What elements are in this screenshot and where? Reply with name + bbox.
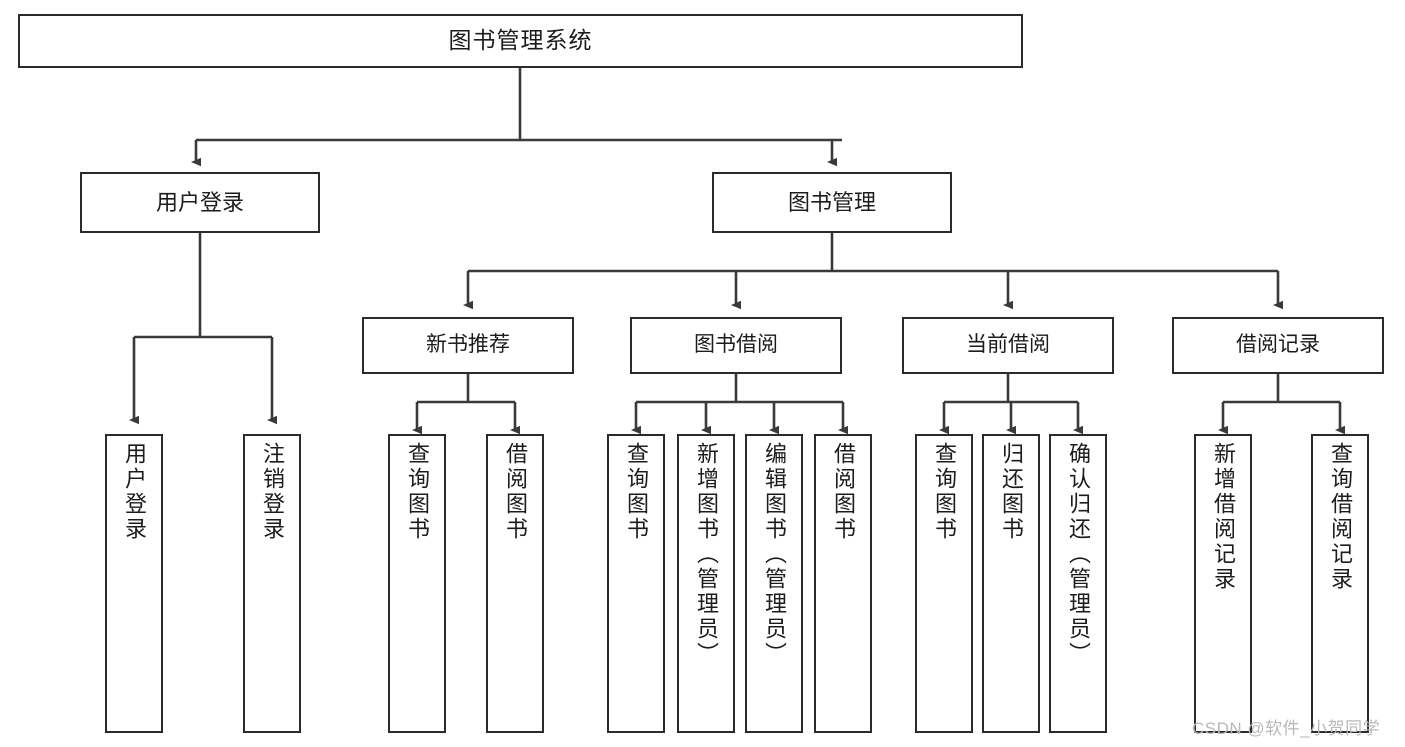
leaf-current-return-book[interactable]: 归还图书 xyxy=(982,434,1040,733)
node-current-borrow-label: 当前借阅 xyxy=(966,333,1050,357)
node-root[interactable]: 图书管理系统 xyxy=(18,14,1023,68)
leaf-borrow-add-book-admin[interactable]: 新增图书（管理员） xyxy=(677,434,735,733)
leaf-label: 编辑图书（管理员） xyxy=(761,442,787,667)
leaf-label: 用户登录 xyxy=(121,442,147,542)
node-root-label: 图书管理系统 xyxy=(448,27,593,54)
leaf-new-book-query[interactable]: 查询图书 xyxy=(388,434,446,733)
leaf-user-login-logout[interactable]: 注销登录 xyxy=(243,434,301,733)
node-book-borrow-label: 图书借阅 xyxy=(694,333,778,357)
node-current-borrow[interactable]: 当前借阅 xyxy=(902,317,1114,374)
leaf-record-add-record[interactable]: 新增借阅记录 xyxy=(1194,434,1252,733)
leaf-label: 查询图书 xyxy=(404,442,430,542)
leaf-label: 查询借阅记录 xyxy=(1327,442,1353,592)
node-borrow-record[interactable]: 借阅记录 xyxy=(1172,317,1384,374)
leaf-label: 确认归还（管理员） xyxy=(1065,442,1091,667)
node-user-login-label: 用户登录 xyxy=(155,189,244,215)
leaf-label: 归还图书 xyxy=(998,442,1024,542)
leaf-borrow-query-book[interactable]: 查询图书 xyxy=(607,434,665,733)
leaf-label: 新增借阅记录 xyxy=(1210,442,1236,592)
node-borrow-record-label: 借阅记录 xyxy=(1236,333,1320,357)
leaf-current-query-book[interactable]: 查询图书 xyxy=(915,434,973,733)
node-book-borrow[interactable]: 图书借阅 xyxy=(630,317,842,374)
leaf-borrow-borrow-book[interactable]: 借阅图书 xyxy=(814,434,872,733)
node-user-login[interactable]: 用户登录 xyxy=(80,172,320,233)
leaf-borrow-edit-book-admin[interactable]: 编辑图书（管理员） xyxy=(745,434,803,733)
leaf-current-confirm-return-admin[interactable]: 确认归还（管理员） xyxy=(1049,434,1107,733)
leaf-label: 借阅图书 xyxy=(502,442,528,542)
leaf-label: 查询图书 xyxy=(623,442,649,542)
node-book-management-label: 图书管理 xyxy=(787,189,876,215)
node-book-management[interactable]: 图书管理 xyxy=(712,172,952,233)
leaf-record-query-record[interactable]: 查询借阅记录 xyxy=(1311,434,1369,733)
node-new-book-recommend[interactable]: 新书推荐 xyxy=(362,317,574,374)
node-new-book-recommend-label: 新书推荐 xyxy=(426,333,510,357)
leaf-label: 查询图书 xyxy=(931,442,957,542)
leaf-label: 借阅图书 xyxy=(830,442,856,542)
leaf-label: 新增图书（管理员） xyxy=(693,442,719,667)
leaf-new-book-borrow[interactable]: 借阅图书 xyxy=(486,434,544,733)
leaf-label: 注销登录 xyxy=(259,442,285,542)
leaf-user-login-login[interactable]: 用户登录 xyxy=(105,434,163,733)
